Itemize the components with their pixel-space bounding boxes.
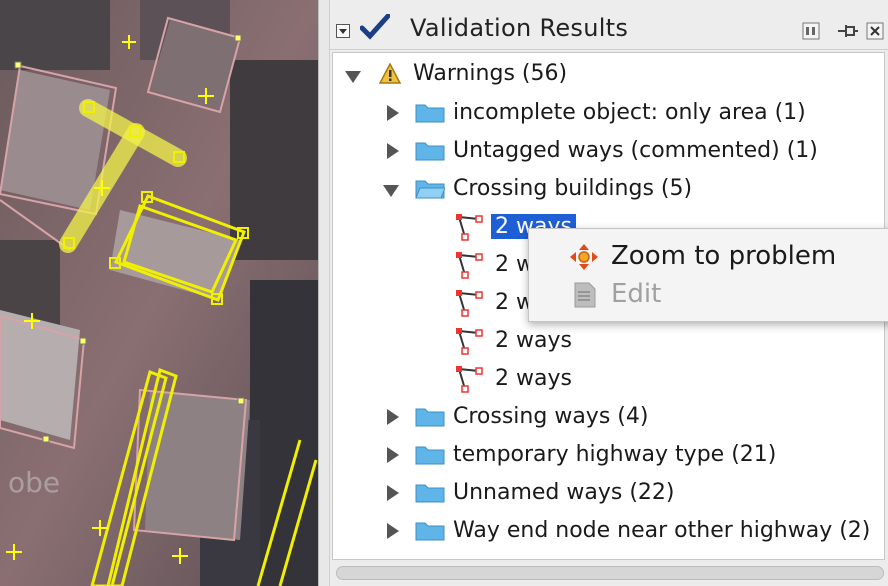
expand-toggle[interactable]: [387, 447, 399, 463]
folder-icon: [415, 484, 445, 503]
horizontal-scrollbar[interactable]: [336, 566, 884, 580]
tree-node-warnings[interactable]: Warnings (56): [413, 61, 568, 86]
map-canvas[interactable]: obe: [0, 0, 318, 586]
folder-icon: [415, 104, 445, 123]
tree-node-issue[interactable]: 2 ways: [495, 328, 572, 353]
map-watermark: obe: [8, 466, 60, 499]
way-icon: [456, 214, 483, 241]
panel-title: Validation Results: [410, 14, 629, 42]
tree-node-group[interactable]: Untagged ways (commented) (1): [453, 138, 818, 163]
tree-node-group[interactable]: temporary highway type (21): [453, 442, 777, 467]
edit-menu-item[interactable]: Edit: [529, 275, 888, 313]
folder-icon: [415, 522, 445, 541]
folder-icon: [415, 446, 445, 465]
zoom-to-problem-icon: [570, 244, 598, 270]
way-icon: [456, 290, 483, 317]
way-icon: [456, 328, 483, 355]
expand-toggle[interactable]: [383, 185, 399, 197]
tree-node-group[interactable]: Crossing buildings (5): [453, 176, 693, 201]
tree-node-group[interactable]: Crossing ways (4): [453, 404, 649, 429]
tree-node-issue[interactable]: 2 ways: [495, 366, 572, 391]
way-icon: [456, 366, 483, 393]
edit-label: Edit: [611, 279, 662, 309]
expand-toggle[interactable]: [387, 143, 399, 159]
settings-icon[interactable]: [802, 22, 820, 40]
tree-node-group[interactable]: Way end node near other highway (2): [453, 518, 871, 543]
context-menu: Zoom to problem Edit: [528, 228, 888, 322]
zoom-to-problem-menu-item[interactable]: Zoom to problem: [529, 237, 888, 275]
checkmark-icon: [360, 14, 390, 40]
expand-toggle-warnings[interactable]: [345, 71, 361, 83]
tree-node-group[interactable]: Unnamed ways (22): [453, 480, 675, 505]
edit-icon: [574, 282, 596, 308]
panel-titlebar: Validation Results: [330, 0, 888, 50]
folder-icon: [415, 408, 445, 427]
expand-toggle[interactable]: [387, 409, 399, 425]
expand-toggle[interactable]: [387, 523, 399, 539]
expand-toggle[interactable]: [387, 485, 399, 501]
close-icon[interactable]: [866, 22, 884, 40]
panel-splitter[interactable]: [318, 0, 330, 586]
folder-icon: [415, 142, 445, 161]
tree-node-group[interactable]: incomplete object: only area (1): [453, 100, 806, 125]
collapse-icon[interactable]: [336, 24, 350, 38]
way-icon: [456, 252, 483, 279]
expand-toggle[interactable]: [387, 105, 399, 121]
warning-icon: [379, 63, 401, 84]
pin-icon[interactable]: [836, 22, 860, 40]
zoom-to-problem-label: Zoom to problem: [611, 241, 837, 271]
map-view[interactable]: obe: [0, 0, 318, 586]
folder-open-icon: [415, 180, 445, 199]
